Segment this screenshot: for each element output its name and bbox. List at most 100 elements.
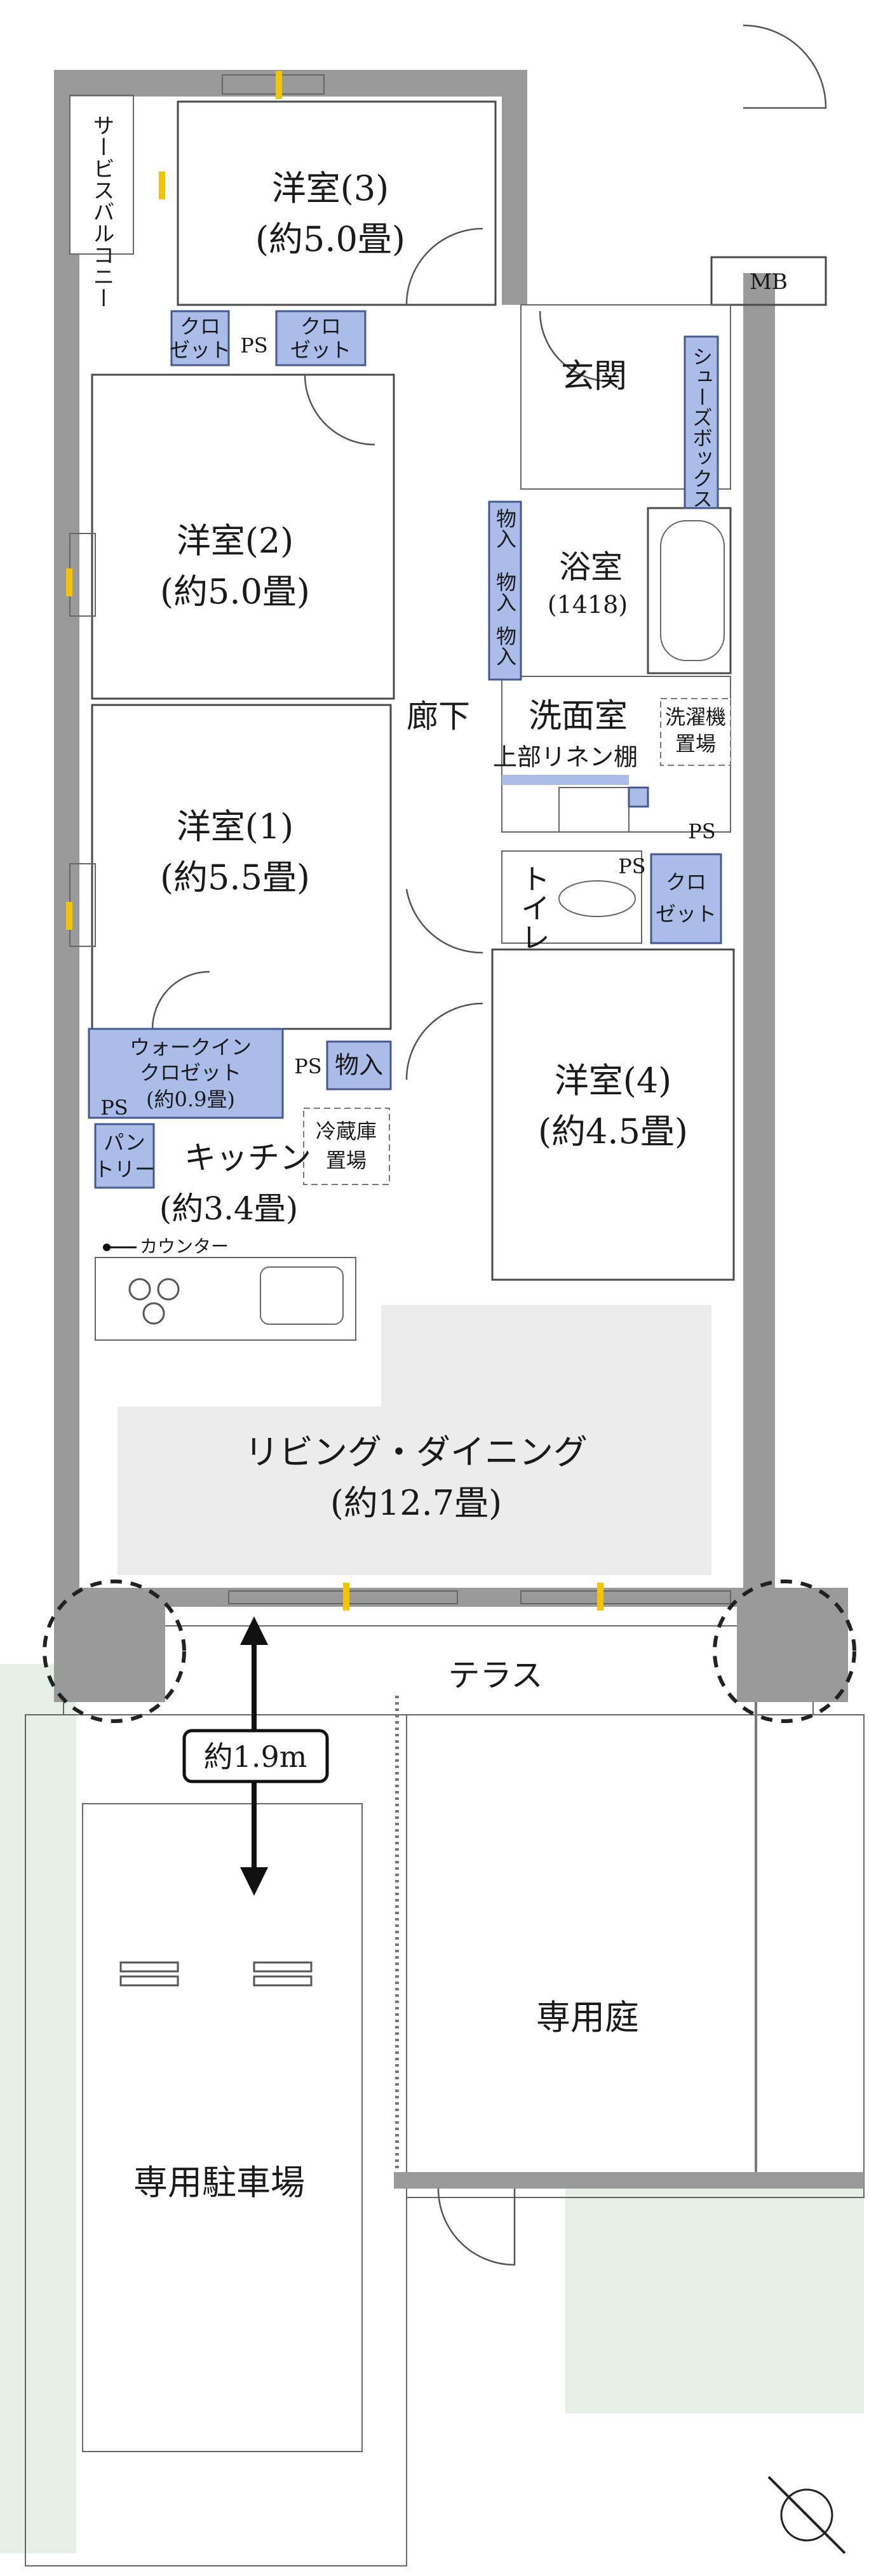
toilet-bowl [558,880,636,917]
garden-label: 専用庭 [536,1997,639,2037]
clearance-arrow-up [240,1616,268,1645]
shoebox-label: シューズボックス [689,346,713,509]
closet-room3-right [275,310,367,366]
storeroom-hall [488,500,522,681]
door-entrance[interactable] [539,311,610,382]
fridge-line2: 置場 [326,1148,367,1172]
wall-left-upper [54,254,79,1651]
washroom-label: 洗面室 [529,697,628,735]
shoebox [684,335,719,509]
bathtub [660,520,725,661]
stove-burner-1 [128,1278,151,1301]
kitchen-sink [260,1266,344,1325]
clearance-label-box [182,1729,329,1783]
linen-shelf-label: 上部リネン棚 [493,743,638,771]
living-size: (約12.7畳) [330,1483,502,1523]
storeroom-hall-3: 物入 [493,626,517,666]
door-room3[interactable] [405,227,483,305]
terrace-area [63,1625,814,1715]
counter-label: カウンター [140,1236,229,1257]
window-mark-6 [159,171,165,199]
closet-room4-line2: ゼット [656,902,717,926]
closet-room4 [650,853,722,944]
door-living[interactable] [405,1002,483,1080]
column-right-marker [713,1580,856,1723]
column-left-marker [43,1580,186,1723]
fridge-line1: 冷蔵庫 [316,1119,377,1143]
toilet-label: トイレ [516,864,551,951]
wall-upper-right [502,70,527,305]
walkin-line2: クロゼット [140,1061,241,1085]
closet-room3-left [170,310,230,366]
window-room3-top [222,74,325,95]
walkin-line3: (約0.9畳) [146,1087,235,1111]
clearance-label: 約1.9m [204,1740,307,1774]
storeroom-kitchen-label: 物入 [335,1051,383,1079]
compass-needle [767,2476,846,2554]
stove-burner-3 [142,1302,165,1325]
ps-label-room3: PS [240,333,267,358]
bedroom2-name: 洋室(2) [177,521,294,561]
wall-right [743,273,775,1651]
lawn-bottom-right [565,2185,864,2413]
pantry-line2: トリー [94,1157,155,1181]
bedroom4-name: 洋室(4) [555,1061,672,1101]
window-mark-5 [597,1583,603,1611]
kitchen-counter [95,1257,356,1341]
door-room4[interactable] [405,889,483,954]
bedroom3-size: (約5.0畳) [255,219,405,259]
window-mark-4 [343,1583,349,1611]
room4-box [491,948,735,1281]
parking-wheel-stop-2 [119,1975,179,1987]
linen-shelf-bar [502,775,629,785]
stove-burner-2 [157,1278,180,1301]
ps-label-washroom: PS [688,819,715,843]
ps-label-pantry: PS [100,1096,128,1120]
parking-wheel-stop-3 [253,1961,313,1973]
ps-label-kitchen: PS [294,1054,321,1078]
garden-gate-door [437,2188,516,2266]
room3-box [177,100,497,306]
closet-right-line2: ゼット [290,338,351,362]
bathroom-name: 浴室 [559,549,623,586]
living-floor [118,1305,711,1575]
door-room1[interactable] [151,970,210,1030]
pantry [94,1123,155,1189]
column-left [54,1588,165,1702]
window-mark-2 [66,568,72,596]
wall-service-balcony [54,70,70,260]
lawn-left [0,1664,76,2553]
window-mark-3 [66,902,72,930]
kitchen-size: (約3.4畳) [159,1190,299,1227]
pantry-line1: パン [104,1130,145,1155]
walkin-line1: ウォークイン [130,1035,252,1059]
bedroom1-size: (約5.5畳) [160,857,310,897]
vanity [558,787,630,833]
door-top-right[interactable] [743,24,827,109]
parking-inner [82,1803,363,2452]
living-name: リビング・ダイニング [245,1432,588,1472]
walkin-closet [88,1028,284,1119]
garden-gate-wall [394,2172,864,2189]
terrace-label: テラス [448,1657,543,1694]
washer-space [660,698,731,766]
entrance-label: 玄関 [561,358,627,396]
ps-label-toilet: PS [618,854,645,878]
mb-box [710,256,827,306]
entrance-box [520,304,731,490]
kitchen-name: キッチン [184,1139,311,1176]
parking-wheel-stop-1 [119,1961,179,1973]
bedroom4-size: (約4.5畳) [538,1111,688,1151]
parking-label: 専用駐車場 [133,2163,305,2203]
washer-line1: 洗濯機 [665,705,726,729]
door-room2[interactable] [304,374,375,446]
service-balcony-box [69,95,134,255]
window-mark-1 [276,71,282,99]
garden-area [406,1714,865,2198]
linen-storage-icon [628,786,649,808]
closet-left-line1: クロ [180,314,220,339]
storeroom-hall-1: 物入 [493,508,517,549]
washer-line2: 置場 [675,732,716,756]
